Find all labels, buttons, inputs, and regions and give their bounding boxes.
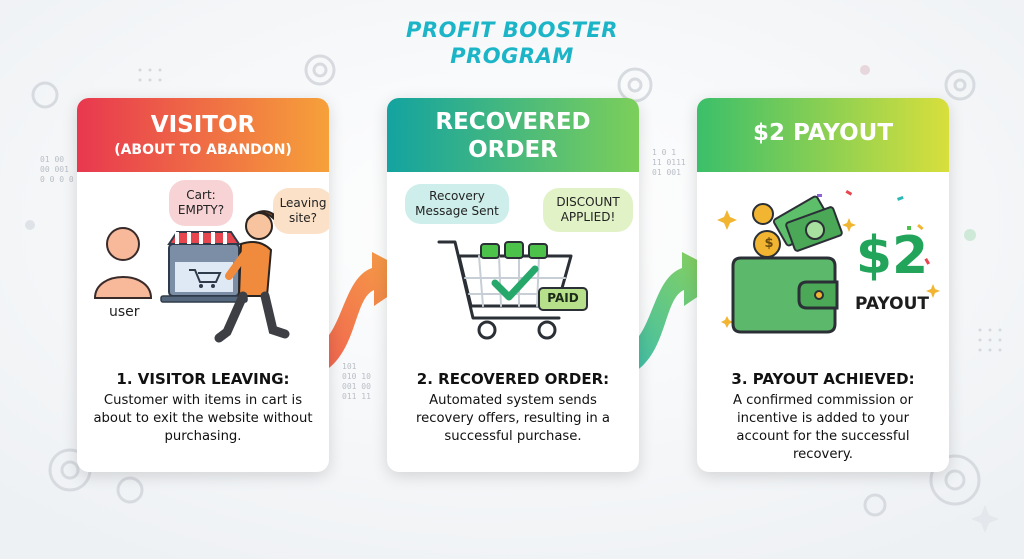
step-description: Customer with items in cart is about to … [93,393,313,444]
bubble-cart-empty: Cart: EMPTY? [169,180,233,226]
paid-badge: PAID [547,291,579,305]
walking-person-icon [214,210,290,343]
step-title: 1. VISITOR LEAVING: [116,370,290,388]
card-payout: $2 PAYOUT $ $2 PA [697,98,949,472]
card-header-title: RECOVERED ORDER [435,109,591,163]
card-header-bg [77,98,329,172]
card-header-bg [697,98,949,172]
card-header-title: $2 PAYOUT [752,120,894,146]
shopping-cart-check-icon [437,240,588,340]
payout-label: PAYOUT [855,294,929,314]
user-label: user [109,304,140,320]
binary-text-left: 01 00 00 001 0 0 0 0 [40,155,74,184]
wallet-money-icon [717,190,940,334]
step-title: 3. PAYOUT ACHIEVED: [731,370,915,388]
bubble-recovery-message: Recovery Message Sent [405,184,509,224]
bubble-discount-applied: DISCOUNT APPLIED! [543,188,633,232]
step-description: Automated system sends recovery offers, … [415,393,611,444]
confetti-icon [717,190,940,328]
shop-laptop-icon [160,231,248,303]
title-line-2: PROGRAM [450,44,574,68]
card-header-title: VISITOR [150,112,256,138]
card-header-subtitle: (ABOUT TO ABANDON) [114,142,292,158]
bubble-leaving-site: Leaving site? [273,188,329,234]
gear-icon [31,54,981,517]
card-visitor: VISITOR (ABOUT TO ABANDON) Cart: EMPTY? … [77,98,329,472]
visitor-illustration [93,210,290,343]
step-description: A confirmed commission or incentive is a… [732,393,914,462]
card-recovered-order: RECOVERED ORDER Recovery Message Sent DI… [387,98,639,472]
coin-symbol: $ [764,236,774,251]
payout-amount: $2 [855,226,929,286]
card-header-bg [387,98,639,172]
user-icon [93,227,153,299]
binary-text-middle: 101 010 10 001 00 011 11 [342,362,371,401]
step-title: 2. RECOVERED ORDER: [416,370,610,388]
binary-text-right: 1 0 1 11 0111 01 001 [652,148,686,177]
title-line-1: PROFIT BOOSTER [406,18,618,42]
